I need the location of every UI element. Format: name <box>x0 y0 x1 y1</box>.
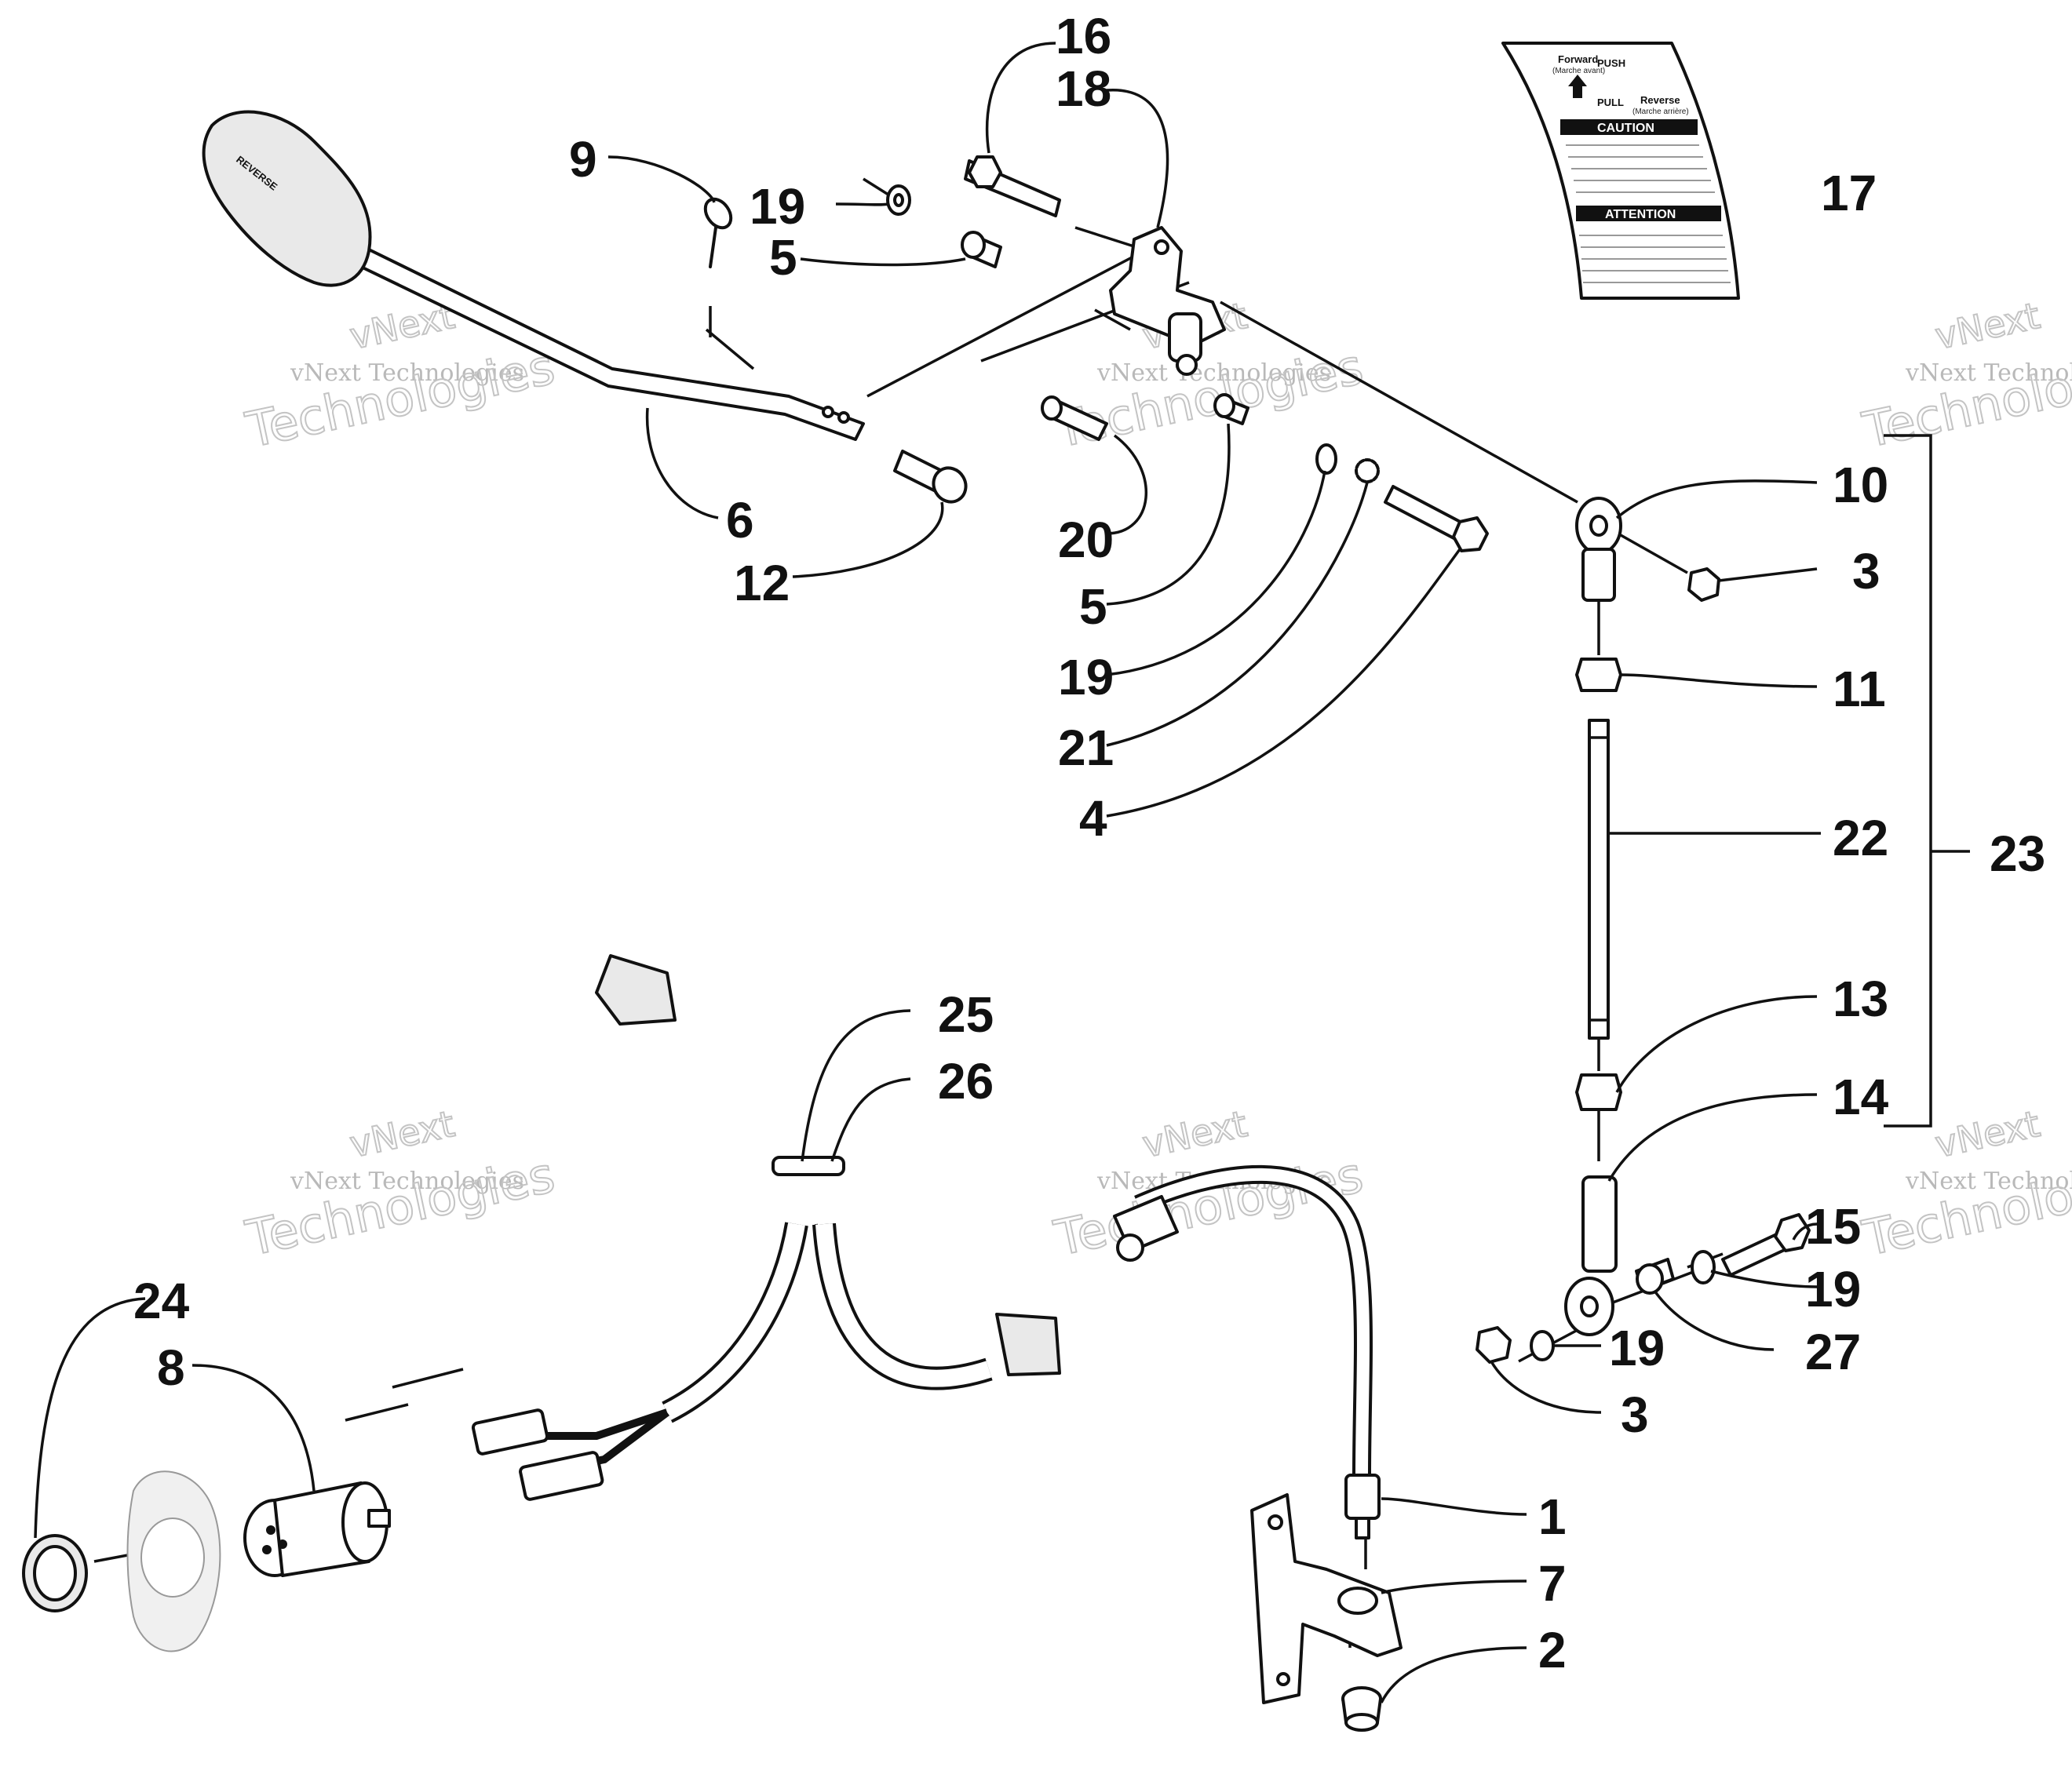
callout-27: 27 <box>1805 1324 1861 1380</box>
callout-17: 17 <box>1821 165 1877 221</box>
callout-18: 18 <box>1056 60 1111 117</box>
washer-19-right <box>1691 1250 1716 1284</box>
callout-9: 9 <box>569 131 597 188</box>
spacer-27 <box>1635 1258 1675 1295</box>
callout-1: 1 <box>1538 1488 1567 1545</box>
svg-text:Technologies: Technologies <box>241 1146 560 1266</box>
callout-19-mid: 19 <box>1058 649 1114 705</box>
callout-14: 14 <box>1833 1069 1889 1125</box>
leader-lines <box>34 42 1970 1703</box>
shift-handle: REVERSE <box>202 110 865 441</box>
svg-text:Forward: Forward <box>1558 53 1598 65</box>
svg-text:(Marche arrière): (Marche arrière) <box>1632 107 1689 116</box>
callout-6: 6 <box>726 492 754 548</box>
svg-text:vNext Technologies: vNext Technologies <box>1096 359 1331 387</box>
threaded-rod-22 <box>1588 719 1610 1040</box>
callout-7: 7 <box>1538 1555 1567 1612</box>
callout-19-top: 19 <box>750 178 805 235</box>
callout-8: 8 <box>157 1339 185 1396</box>
svg-text:Technologies: Technologies <box>1858 1146 2072 1266</box>
callout-16: 16 <box>1056 8 1111 64</box>
callout-20: 20 <box>1058 512 1114 568</box>
callout-3-upper: 3 <box>1852 543 1880 599</box>
callout-21: 21 <box>1058 720 1114 776</box>
panel-cutout <box>126 1470 221 1652</box>
mount-bracket-7 <box>1250 1493 1403 1704</box>
svg-text:PULL: PULL <box>1597 97 1624 108</box>
washer-19-left <box>1530 1330 1555 1361</box>
callout-12: 12 <box>734 555 790 611</box>
warning-decal: Forward (Marche avant) PUSH PULL Reverse… <box>1501 42 1740 300</box>
callout-25: 25 <box>938 986 994 1043</box>
svg-text:ATTENTION: ATTENTION <box>1605 208 1676 221</box>
svg-text:vNext Technologies: vNext Technologies <box>290 1168 524 1195</box>
washer-top <box>886 184 911 216</box>
ignition-switch <box>243 1481 391 1577</box>
watermark-4: vNext Technologies vNext Technologies <box>240 1102 560 1268</box>
svg-text:PUSH: PUSH <box>1597 57 1625 69</box>
callout-19-left: 19 <box>1609 1320 1665 1376</box>
safety-cable <box>1113 1164 1381 1539</box>
callout-2: 2 <box>1538 1622 1567 1678</box>
pin-20 <box>1041 395 1108 441</box>
callout-26: 26 <box>938 1053 994 1109</box>
callout-4: 4 <box>1079 790 1107 847</box>
clevis-pin <box>893 450 968 504</box>
svg-text:vNext Technologies: vNext Technologies <box>1905 359 2072 387</box>
svg-text:vNext: vNext <box>1932 1102 2044 1166</box>
retaining-ring-24 <box>22 1534 88 1612</box>
grommet-2 <box>1341 1686 1382 1732</box>
bolt-4 <box>1384 485 1489 552</box>
svg-text:(Marche avant): (Marche avant) <box>1552 67 1605 75</box>
callout-23: 23 <box>1990 825 2045 882</box>
callout-labels: 16 18 9 19 5 17 6 12 20 5 19 21 4 10 3 1… <box>133 8 2045 1678</box>
callout-22: 22 <box>1833 810 1888 866</box>
callout-10: 10 <box>1833 457 1888 513</box>
svg-text:CAUTION: CAUTION <box>1597 122 1654 135</box>
svg-text:vNext: vNext <box>1932 294 2044 358</box>
callout-11: 11 <box>1833 661 1886 717</box>
jam-nut-11 <box>1575 658 1622 692</box>
cotter-pin <box>703 197 733 268</box>
rod-end-upper <box>1575 497 1622 602</box>
callout-19-right: 19 <box>1805 1261 1861 1317</box>
callout-13: 13 <box>1833 971 1888 1027</box>
svg-text:Reverse: Reverse <box>1640 94 1680 106</box>
svg-text:vNext: vNext <box>1139 1102 1251 1166</box>
svg-text:vNext Technologies: vNext Technologies <box>290 359 524 387</box>
nut-upper-3 <box>1687 567 1720 602</box>
bolt-top <box>964 155 1061 217</box>
bushing-lower <box>1213 393 1249 425</box>
svg-text:Technologies: Technologies <box>241 337 560 458</box>
svg-text:Technologies: Technologies <box>1049 1146 1368 1266</box>
callout-3-lower: 3 <box>1621 1386 1649 1443</box>
callout-5-top: 5 <box>769 229 797 286</box>
svg-text:vNext Technologies: vNext Technologies <box>1905 1168 2072 1195</box>
callout-5-lower: 5 <box>1079 578 1107 635</box>
lock-washer <box>1355 458 1380 483</box>
svg-text:Technologies: Technologies <box>1049 337 1368 458</box>
nut-lower-3 <box>1476 1326 1512 1364</box>
svg-text:Technologies: Technologies <box>1858 337 2072 458</box>
bushing-top <box>961 231 1002 268</box>
jam-nut-13 <box>1575 1073 1622 1111</box>
pivot-bracket <box>1109 226 1226 376</box>
washer-mid <box>1315 443 1337 475</box>
svg-text:vNext: vNext <box>346 1102 458 1166</box>
wiring-harness <box>471 954 1061 1501</box>
callout-15: 15 <box>1805 1198 1861 1255</box>
bolt-15 <box>1721 1213 1811 1277</box>
callout-24: 24 <box>133 1273 190 1329</box>
rod-end-lower <box>1564 1175 1618 1336</box>
